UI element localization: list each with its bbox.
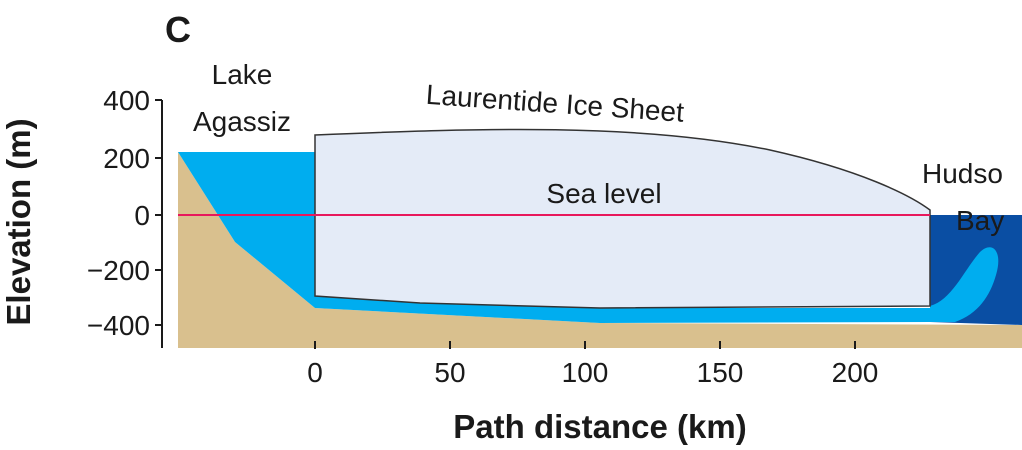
lake-agassiz-label-line1: Lake (212, 59, 273, 90)
x-tick-labels: 0 50 100 150 200 (307, 357, 878, 388)
meltwater-plume (930, 247, 999, 322)
y-axis-title: Elevation (m) (0, 118, 37, 325)
x-tick-label: 0 (307, 357, 323, 388)
y-tick-label: 200 (103, 143, 150, 174)
lake-agassiz-water (178, 152, 930, 323)
panel-label: C (165, 9, 191, 50)
y-tick-label: −200 (87, 255, 150, 286)
y-tick-labels: 400 200 0 −200 −400 (87, 85, 150, 341)
y-axis (155, 99, 163, 348)
x-tick-label: 100 (562, 357, 609, 388)
y-tick-label: −400 (87, 310, 150, 341)
x-tick-label: 50 (434, 357, 465, 388)
x-axis (314, 341, 856, 349)
x-tick-label: 150 (697, 357, 744, 388)
lake-agassiz-label-line2: Agassiz (193, 106, 291, 137)
bedrock-area (178, 152, 1022, 348)
x-tick-label: 200 (832, 357, 879, 388)
sea-level-label: Sea level (546, 178, 661, 209)
ice-sheet (314, 128, 931, 309)
y-tick-label: 0 (134, 200, 150, 231)
ice-sheet-label: Laurentide Ice Sheet (425, 79, 685, 128)
x-axis-title: Path distance (km) (453, 408, 746, 445)
y-tick-label: 400 (103, 85, 150, 116)
hudson-bay-label-line1: Hudso (922, 158, 1003, 189)
hudson-bay-label-line2: Bay (956, 205, 1004, 236)
